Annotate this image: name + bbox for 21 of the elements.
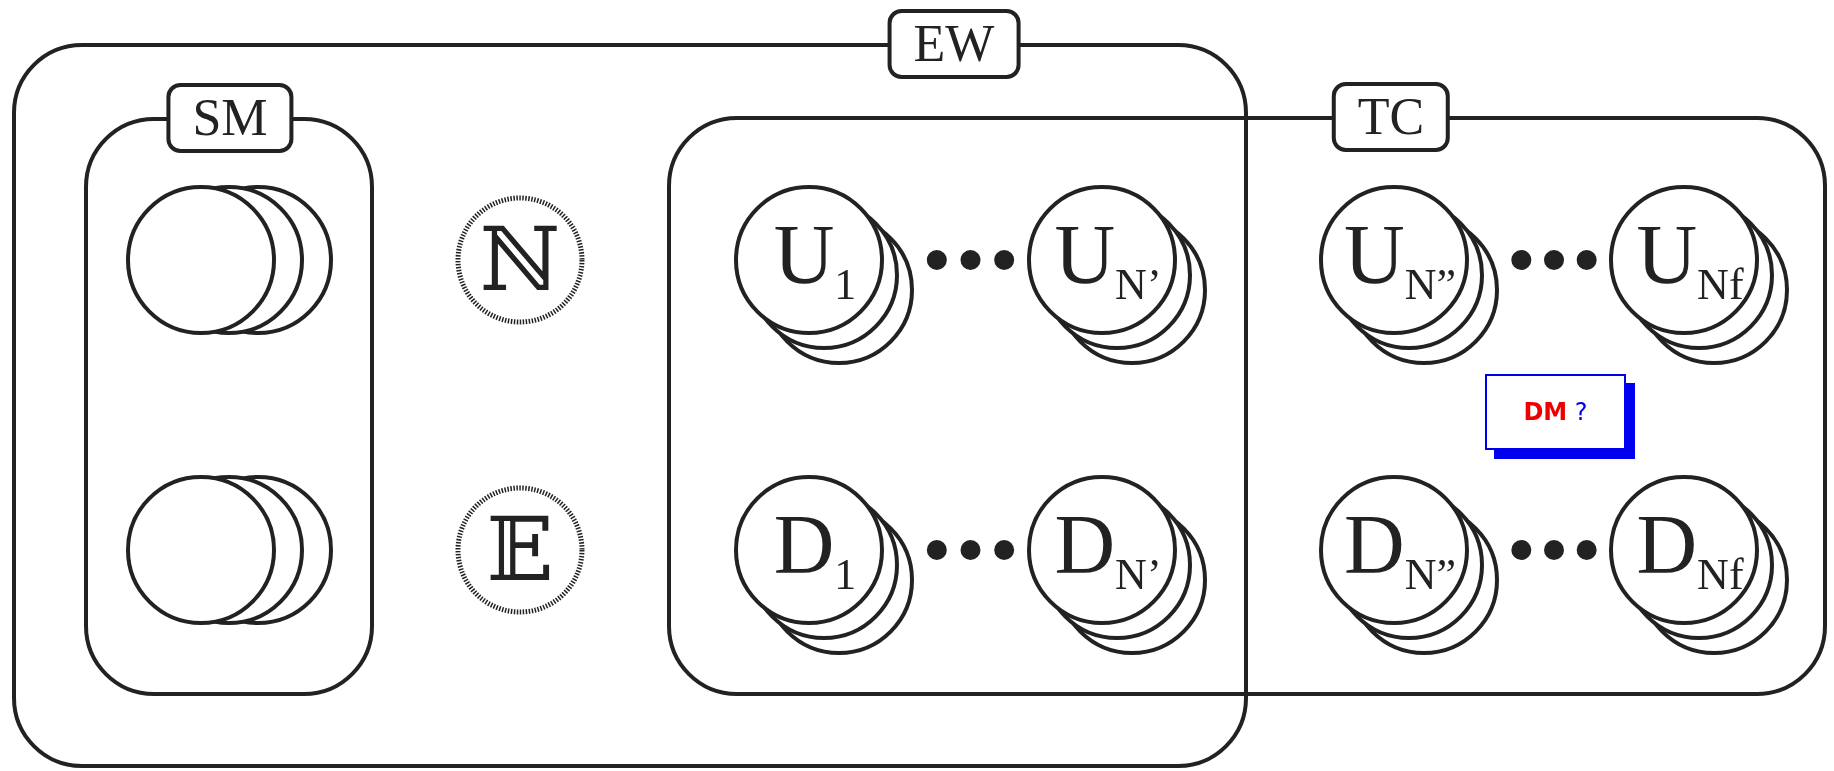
node-label: ℕ (479, 216, 561, 304)
group-title-tab: EW (887, 9, 1021, 79)
circle-stack (1026, 474, 1208, 656)
group-title-tab: TC (1331, 82, 1451, 152)
circle-stack (1608, 474, 1790, 656)
node-label: U$_{1}$ (773, 213, 857, 307)
circle-stack (733, 184, 915, 366)
node-label: D$_{N’}$ (1054, 503, 1162, 597)
circle-stack (1026, 184, 1208, 366)
circle-stack (1318, 184, 1500, 366)
node-label: 𝔼 (486, 506, 554, 594)
circle-stack (1608, 184, 1790, 366)
circle-stack (125, 474, 334, 626)
circle-stack (1318, 474, 1500, 656)
circle-stack (733, 474, 915, 656)
circle-stack (125, 184, 334, 336)
node-label: D$_{1}$ (773, 503, 857, 597)
node-label: U$_{N’}$ (1054, 213, 1162, 307)
node-label: D$_{N”}$ (1344, 503, 1456, 597)
group-title-tab: SM (166, 83, 294, 153)
node-label: U$_{N”}$ (1344, 213, 1456, 307)
